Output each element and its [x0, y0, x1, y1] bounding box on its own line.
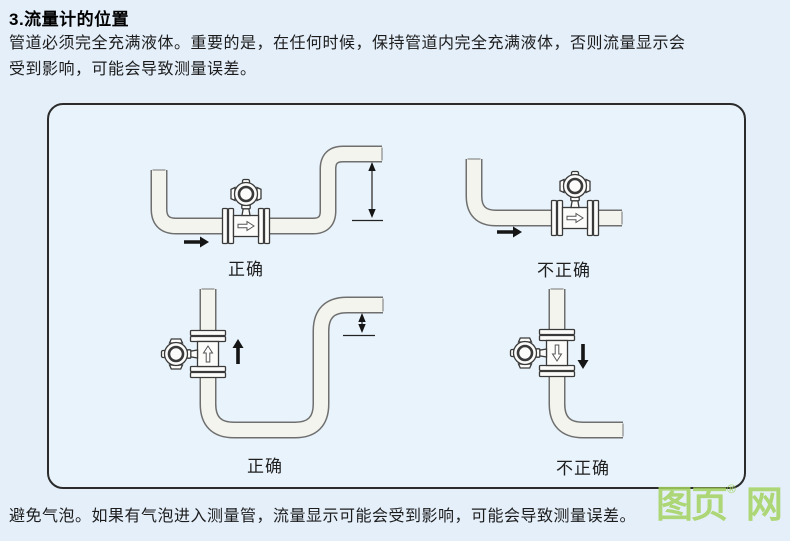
- flow-direction-arrow-bottom-left: [232, 339, 244, 364]
- flowmeter-top-left: [221, 178, 271, 245]
- pipe-bottom-left-correct: [199, 288, 384, 439]
- height-dimension-bottom-left: [343, 313, 375, 337]
- pipe-top-right-incorrect: [465, 158, 623, 227]
- flow-direction-arrow-bottom-right: [577, 344, 589, 369]
- intro-paragraph: 管道必须完全充满液体。重要的是，在任何时候，保持管道内完全充满液体，否则流量显示…: [9, 35, 686, 78]
- pipe-top-left-correct: [150, 145, 383, 235]
- flowmeter-bottom-left: [160, 329, 227, 379]
- label-top-left-correct: 正确: [228, 260, 264, 279]
- flowmeter-bottom-right: [509, 328, 576, 378]
- label-bottom-right-incorrect: 不正确: [556, 459, 610, 478]
- flow-direction-arrow-top-right: [497, 226, 522, 238]
- height-dimension-top-left: [352, 162, 383, 222]
- flow-direction-arrow-top-left: [184, 236, 209, 248]
- footer-paragraph: 避免气泡。如果有气泡进入测量管，流量显示可能会受到影响，可能会导致测量误差。: [9, 508, 637, 525]
- label-bottom-left-correct: 正确: [247, 457, 283, 476]
- pipe-bottom-right-incorrect: [548, 288, 624, 439]
- section-heading: 3.流量计的位置: [9, 10, 130, 29]
- diagram-frame: [47, 103, 746, 489]
- label-top-right-incorrect: 不正确: [537, 261, 591, 280]
- flowmeter-top-right: [550, 170, 600, 237]
